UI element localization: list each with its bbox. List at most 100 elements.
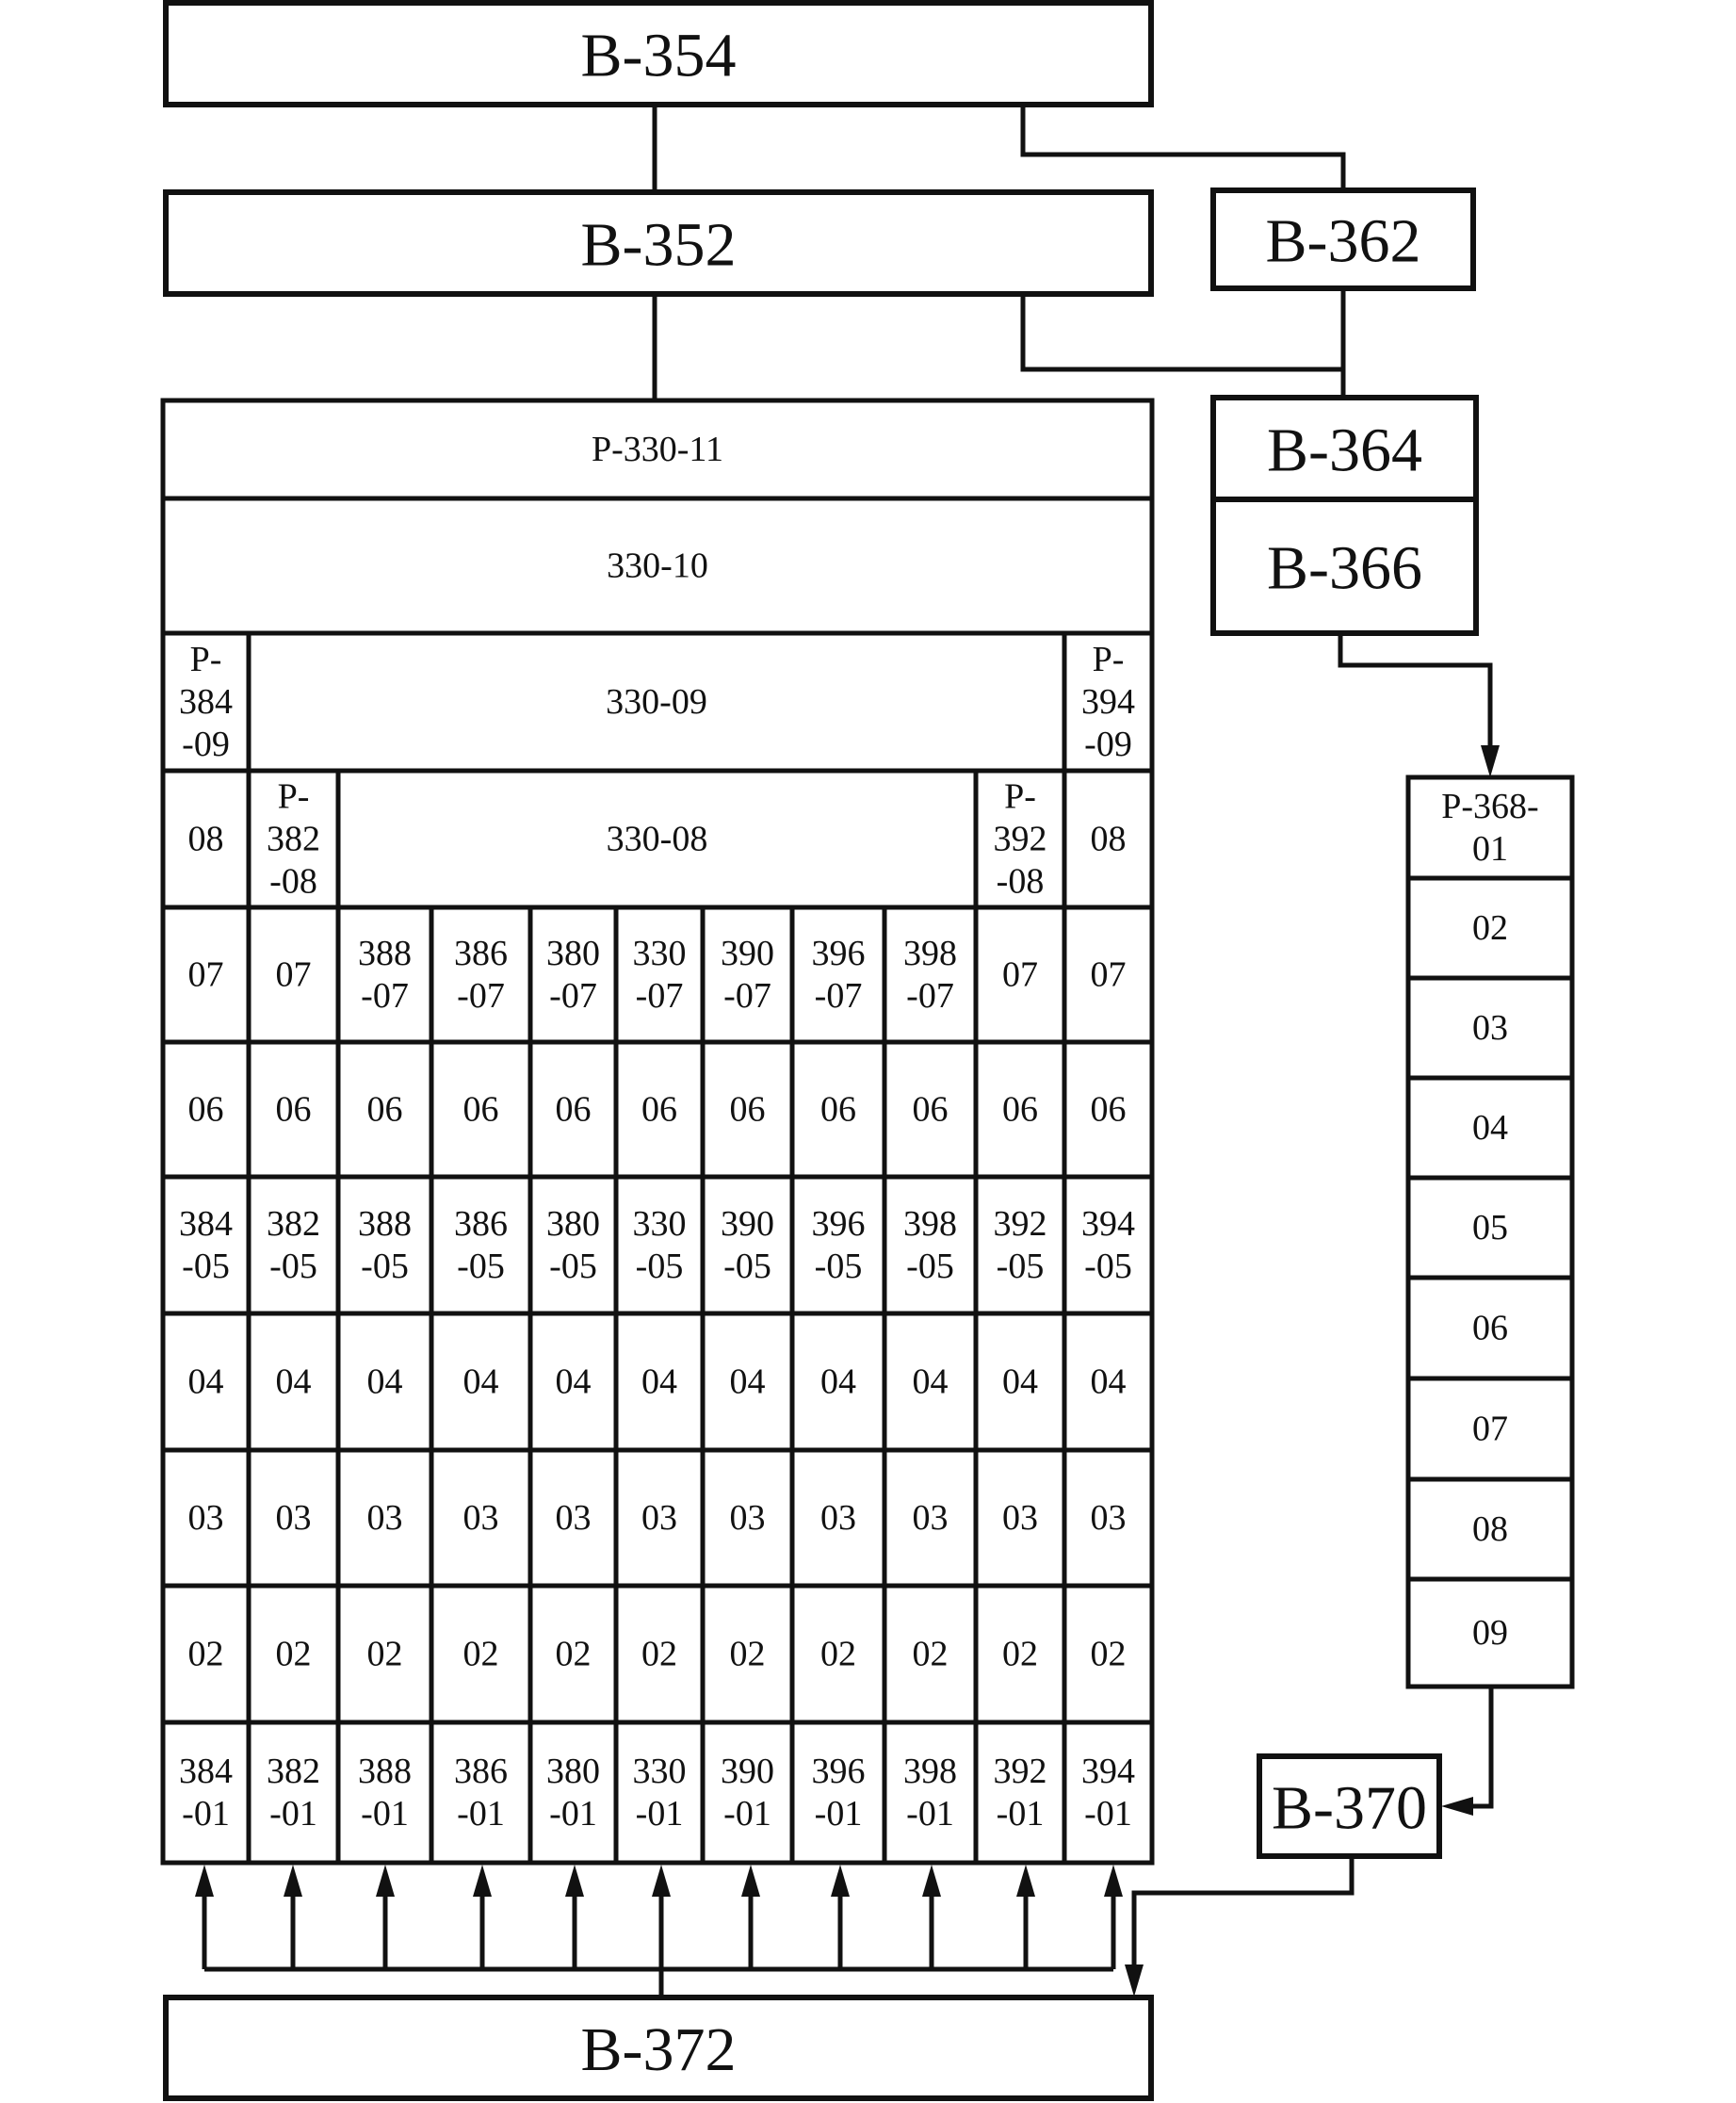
cell-368-4[interactable]: 04 <box>1472 1108 1508 1148</box>
cell-368-9[interactable]: 09 <box>1472 1613 1508 1653</box>
cell-row06[interactable]: 06 <box>1002 1090 1038 1130</box>
cell-row04[interactable]: 04 <box>556 1362 592 1402</box>
cell-row02[interactable]: 02 <box>367 1635 403 1674</box>
cell-row04[interactable]: 04 <box>913 1362 949 1402</box>
cell-row07[interactable]: 330-07 <box>633 934 687 1016</box>
cell-row03[interactable]: 03 <box>367 1498 403 1538</box>
cell-row01[interactable]: 384-01 <box>179 1752 233 1834</box>
cell-row05[interactable]: 398-05 <box>903 1204 957 1286</box>
cell-394-08[interactable]: 08 <box>1091 820 1127 859</box>
block-b362[interactable]: B-362 <box>1210 187 1476 291</box>
cell-row01[interactable]: 386-01 <box>454 1752 508 1834</box>
cell-row05[interactable]: 388-05 <box>358 1204 412 1286</box>
block-b366[interactable]: B-366 <box>1210 497 1479 636</box>
cell-row06[interactable]: 06 <box>641 1090 677 1130</box>
cell-p384-09[interactable]: P-384-09 <box>179 640 233 764</box>
cell-row04[interactable]: 04 <box>1002 1362 1038 1402</box>
cell-row02[interactable]: 02 <box>641 1635 677 1674</box>
cell-p330-11[interactable]: P-330-11 <box>592 430 723 469</box>
cell-384-08[interactable]: 08 <box>188 820 224 859</box>
cell-368-1[interactable]: P-368-01 <box>1441 787 1538 869</box>
cell-row07[interactable]: 396-07 <box>812 934 866 1016</box>
cell-row05[interactable]: 384-05 <box>179 1204 233 1286</box>
cell-row05[interactable]: 392-05 <box>994 1204 1047 1286</box>
cell-368-6[interactable]: 06 <box>1472 1309 1508 1348</box>
cell-row05[interactable]: 394-05 <box>1081 1204 1135 1286</box>
cell-row03[interactable]: 03 <box>1002 1498 1038 1538</box>
cell-368-5[interactable]: 05 <box>1472 1208 1508 1247</box>
block-b372[interactable]: B-372 <box>163 1995 1154 2101</box>
cell-row04[interactable]: 04 <box>463 1362 499 1402</box>
cell-row05[interactable]: 386-05 <box>454 1204 508 1286</box>
block-b354[interactable]: B-354 <box>163 0 1154 107</box>
cell-row06[interactable]: 06 <box>1091 1090 1127 1130</box>
cell-row02[interactable]: 02 <box>188 1635 224 1674</box>
cell-330-09[interactable]: 330-09 <box>606 682 707 722</box>
cell-p392-08[interactable]: P-392-08 <box>994 777 1047 902</box>
cell-row02[interactable]: 02 <box>556 1635 592 1674</box>
cell-row07[interactable]: 07 <box>1002 955 1038 995</box>
cell-row06[interactable]: 06 <box>820 1090 856 1130</box>
cell-p382-08[interactable]: P-382-08 <box>267 777 320 902</box>
cell-368-7[interactable]: 07 <box>1472 1410 1508 1449</box>
cell-row03[interactable]: 03 <box>463 1498 499 1538</box>
cell-row02[interactable]: 02 <box>463 1635 499 1674</box>
cell-row01[interactable]: 392-01 <box>994 1752 1047 1834</box>
cell-row01[interactable]: 396-01 <box>812 1752 866 1834</box>
cell-row07[interactable]: 390-07 <box>721 934 774 1016</box>
cell-row03[interactable]: 03 <box>188 1498 224 1538</box>
cell-368-3[interactable]: 03 <box>1472 1008 1508 1048</box>
cell-row04[interactable]: 04 <box>641 1362 677 1402</box>
cell-row03[interactable]: 03 <box>913 1498 949 1538</box>
cell-row01[interactable]: 388-01 <box>358 1752 412 1834</box>
cell-row02[interactable]: 02 <box>820 1635 856 1674</box>
cell-368-8[interactable]: 08 <box>1472 1509 1508 1549</box>
cell-row01[interactable]: 394-01 <box>1081 1752 1135 1834</box>
cell-row01[interactable]: 330-01 <box>633 1752 687 1834</box>
cell-row07[interactable]: 386-07 <box>454 934 508 1016</box>
cell-330-10[interactable]: 330-10 <box>607 546 708 586</box>
cell-p394-09[interactable]: P-394-09 <box>1081 640 1135 764</box>
cell-row02[interactable]: 02 <box>730 1635 766 1674</box>
cell-row05[interactable]: 396-05 <box>812 1204 866 1286</box>
cell-330-08[interactable]: 330-08 <box>607 820 708 859</box>
block-b364[interactable]: B-364 <box>1210 395 1479 502</box>
cell-row05[interactable]: 330-05 <box>633 1204 687 1286</box>
cell-row01[interactable]: 390-01 <box>721 1752 774 1834</box>
cell-row02[interactable]: 02 <box>1091 1635 1127 1674</box>
cell-row06[interactable]: 06 <box>463 1090 499 1130</box>
cell-row04[interactable]: 04 <box>367 1362 403 1402</box>
cell-row01[interactable]: 380-01 <box>546 1752 600 1834</box>
cell-row07[interactable]: 07 <box>188 955 224 995</box>
cell-row03[interactable]: 03 <box>276 1498 312 1538</box>
cell-368-2[interactable]: 02 <box>1472 908 1508 948</box>
cell-row03[interactable]: 03 <box>556 1498 592 1538</box>
cell-row04[interactable]: 04 <box>820 1362 856 1402</box>
cell-row03[interactable]: 03 <box>820 1498 856 1538</box>
cell-row06[interactable]: 06 <box>913 1090 949 1130</box>
block-b370[interactable]: B-370 <box>1257 1753 1442 1859</box>
cell-row07[interactable]: 380-07 <box>546 934 600 1016</box>
cell-row05[interactable]: 380-05 <box>546 1204 600 1286</box>
cell-row05[interactable]: 382-05 <box>267 1204 320 1286</box>
cell-row01[interactable]: 398-01 <box>903 1752 957 1834</box>
cell-row03[interactable]: 03 <box>730 1498 766 1538</box>
cell-row02[interactable]: 02 <box>913 1635 949 1674</box>
cell-row05[interactable]: 390-05 <box>721 1204 774 1286</box>
block-b352[interactable]: B-352 <box>163 189 1154 297</box>
cell-row04[interactable]: 04 <box>276 1362 312 1402</box>
cell-row07[interactable]: 388-07 <box>358 934 412 1016</box>
cell-row04[interactable]: 04 <box>1091 1362 1127 1402</box>
cell-row02[interactable]: 02 <box>1002 1635 1038 1674</box>
cell-row06[interactable]: 06 <box>276 1090 312 1130</box>
cell-row06[interactable]: 06 <box>367 1090 403 1130</box>
cell-row07[interactable]: 07 <box>276 955 312 995</box>
cell-row04[interactable]: 04 <box>188 1362 224 1402</box>
cell-row04[interactable]: 04 <box>730 1362 766 1402</box>
cell-row03[interactable]: 03 <box>1091 1498 1127 1538</box>
cell-row06[interactable]: 06 <box>556 1090 592 1130</box>
cell-row01[interactable]: 382-01 <box>267 1752 320 1834</box>
cell-row07[interactable]: 398-07 <box>903 934 957 1016</box>
cell-row03[interactable]: 03 <box>641 1498 677 1538</box>
cell-row06[interactable]: 06 <box>188 1090 224 1130</box>
